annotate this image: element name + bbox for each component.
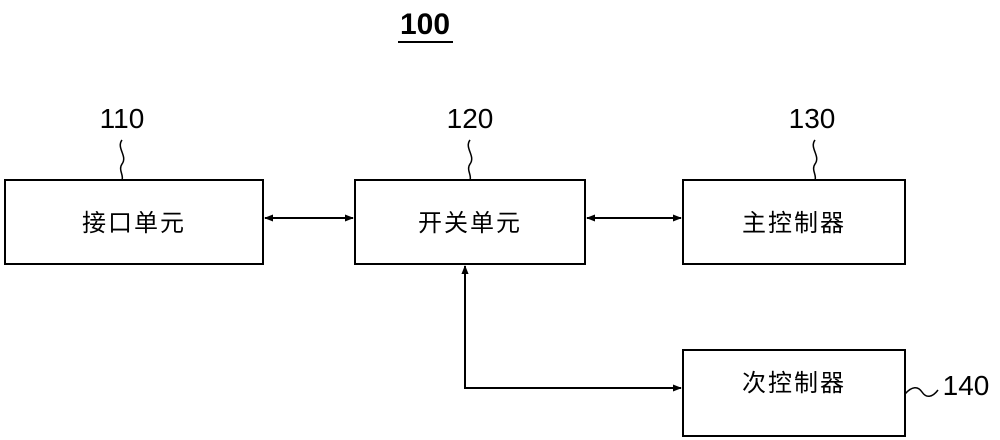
interface-unit-label: 接口单元 (82, 209, 186, 237)
leader-switch (468, 140, 471, 180)
ref-label-main-controller: 130 (789, 103, 836, 134)
diagram-title: 100 (400, 8, 450, 41)
sub-controller-label: 次控制器 (742, 369, 846, 397)
ref-label-sub-controller: 140 (943, 370, 990, 401)
leader-main-controller (813, 140, 816, 180)
leader-sub-controller (905, 388, 938, 397)
arrow-switch-sub-controller (465, 266, 681, 388)
switch-unit-label: 开关单元 (418, 209, 522, 237)
leader-interface (120, 140, 123, 180)
ref-label-switch: 120 (447, 103, 494, 134)
ref-label-interface: 110 (100, 103, 145, 134)
main-controller-label: 主控制器 (742, 209, 846, 237)
